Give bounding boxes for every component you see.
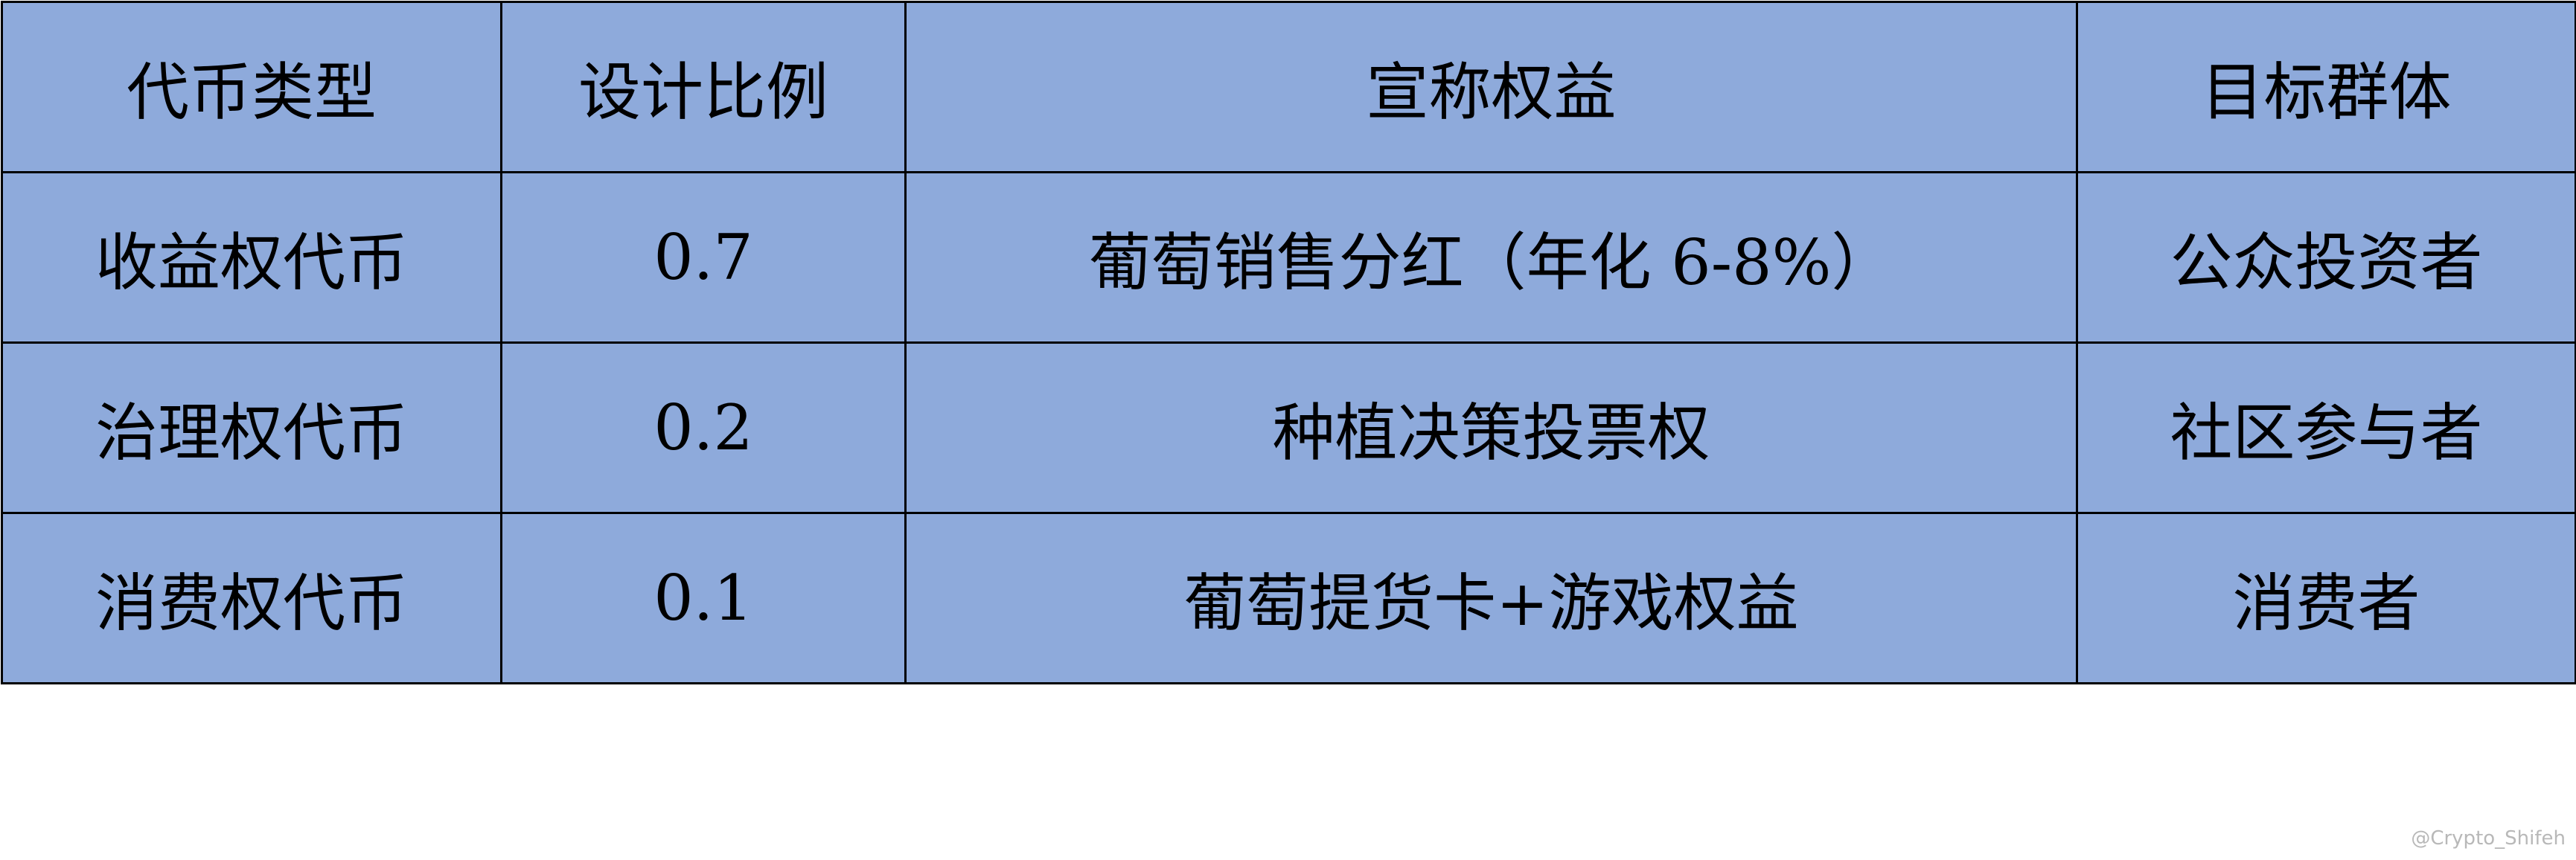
header-claimed-rights: 宣称权益 — [904, 1, 2078, 173]
cell-design-ratio: 0.2 — [500, 341, 907, 514]
cell-claimed-rights: 葡萄销售分红（年化 6-8%） — [904, 171, 2078, 344]
cell-design-ratio: 0.1 — [500, 512, 907, 684]
table-row: 收益权代币 0.7 葡萄销售分红（年化 6-8%） 公众投资者 — [1, 171, 2576, 344]
cell-target-group: 社区参与者 — [2076, 341, 2576, 514]
table-header-row: 代币类型 设计比例 宣称权益 目标群体 — [1, 1, 2576, 173]
cell-token-type: 消费权代币 — [1, 512, 502, 684]
watermark: @Crypto_Shifeh — [2411, 827, 2566, 850]
cell-design-ratio: 0.7 — [500, 171, 907, 344]
cell-token-type: 收益权代币 — [1, 171, 502, 344]
cell-target-group: 消费者 — [2076, 512, 2576, 684]
token-table: 代币类型 设计比例 宣称权益 目标群体 收益权代币 0.7 葡萄销售分红（年化 … — [1, 1, 2576, 684]
cell-target-group: 公众投资者 — [2076, 171, 2576, 344]
cell-claimed-rights: 种植决策投票权 — [904, 341, 2078, 514]
cell-token-type: 治理权代币 — [1, 341, 502, 514]
table-row: 消费权代币 0.1 葡萄提货卡+游戏权益 消费者 — [1, 512, 2576, 684]
header-target-group: 目标群体 — [2076, 1, 2576, 173]
cell-claimed-rights: 葡萄提货卡+游戏权益 — [904, 512, 2078, 684]
table-row: 治理权代币 0.2 种植决策投票权 社区参与者 — [1, 341, 2576, 514]
header-token-type: 代币类型 — [1, 1, 502, 173]
header-design-ratio: 设计比例 — [500, 1, 907, 173]
